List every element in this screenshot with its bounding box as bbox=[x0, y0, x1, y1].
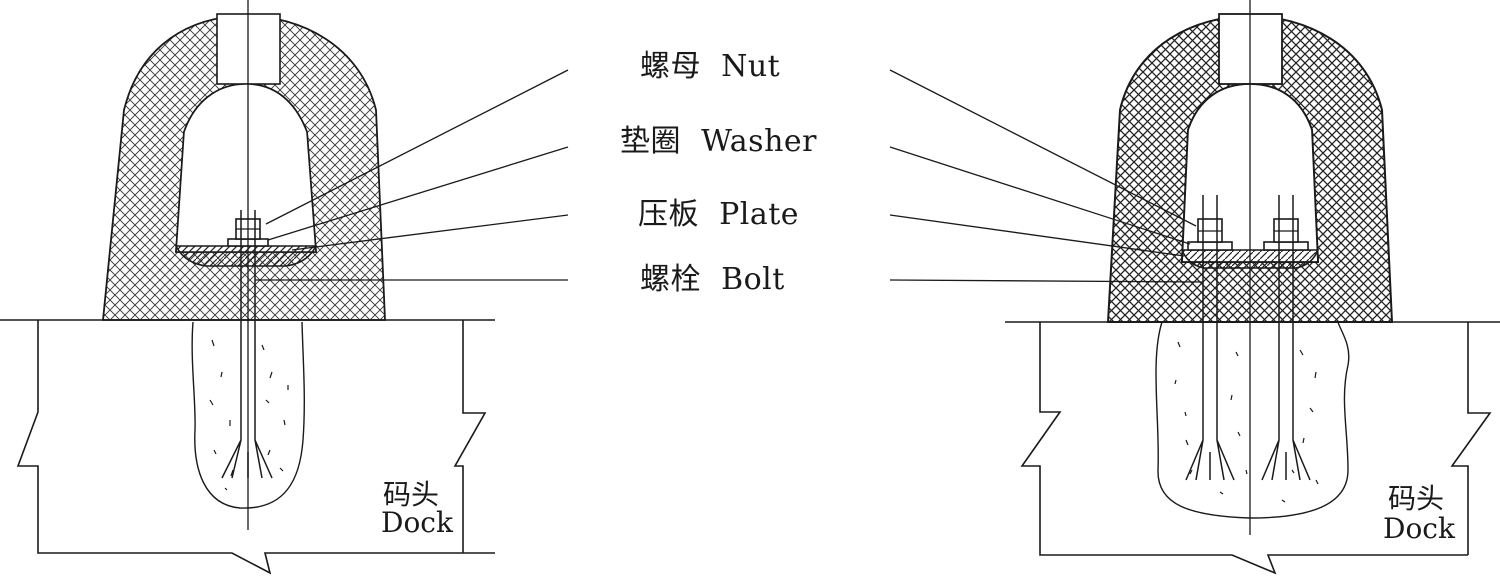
left-cavity bbox=[175, 83, 317, 253]
right-washer-1 bbox=[1187, 241, 1233, 251]
right-concrete-speckle bbox=[1174, 341, 1319, 503]
right-bolt-2 bbox=[1261, 195, 1311, 481]
right-assembly bbox=[1005, 0, 1500, 575]
label-plate: 压板 Plate bbox=[638, 197, 799, 232]
left-dock-label-zh: 码头 bbox=[383, 478, 439, 511]
dock-labels: 码头 Dock 码头 Dock bbox=[381, 478, 1456, 545]
left-bolt bbox=[221, 210, 273, 479]
left-concrete-speckle bbox=[209, 339, 289, 491]
label-washer: 垫圈 Washer bbox=[620, 124, 817, 159]
leader-plate-right bbox=[889, 214, 1185, 257]
right-dock-label-zh: 码头 bbox=[1388, 482, 1444, 515]
left-concrete-pocket bbox=[191, 321, 305, 509]
right-dock-label-en: Dock bbox=[1383, 512, 1456, 545]
leader-washer-left bbox=[267, 146, 569, 241]
right-bolt-1 bbox=[1185, 195, 1235, 481]
leader-lines bbox=[255, 69, 1204, 283]
leader-washer-right bbox=[889, 146, 1191, 245]
right-concrete-pocket bbox=[1155, 321, 1350, 519]
leader-nut-left bbox=[265, 69, 569, 225]
left-dock-label-en: Dock bbox=[381, 506, 454, 539]
callout-labels: 螺母 Nut 垫圈 Washer 压板 Plate 螺栓 Bolt bbox=[620, 49, 817, 297]
left-plate bbox=[174, 245, 318, 267]
label-bolt: 螺栓 Bolt bbox=[640, 262, 785, 297]
right-washer-2 bbox=[1263, 241, 1309, 251]
leader-bolt-right bbox=[889, 279, 1204, 283]
left-assembly bbox=[0, 0, 495, 575]
leader-nut-right bbox=[889, 69, 1197, 227]
leader-plate-left bbox=[291, 214, 569, 251]
label-nut: 螺母 Nut bbox=[640, 49, 780, 84]
